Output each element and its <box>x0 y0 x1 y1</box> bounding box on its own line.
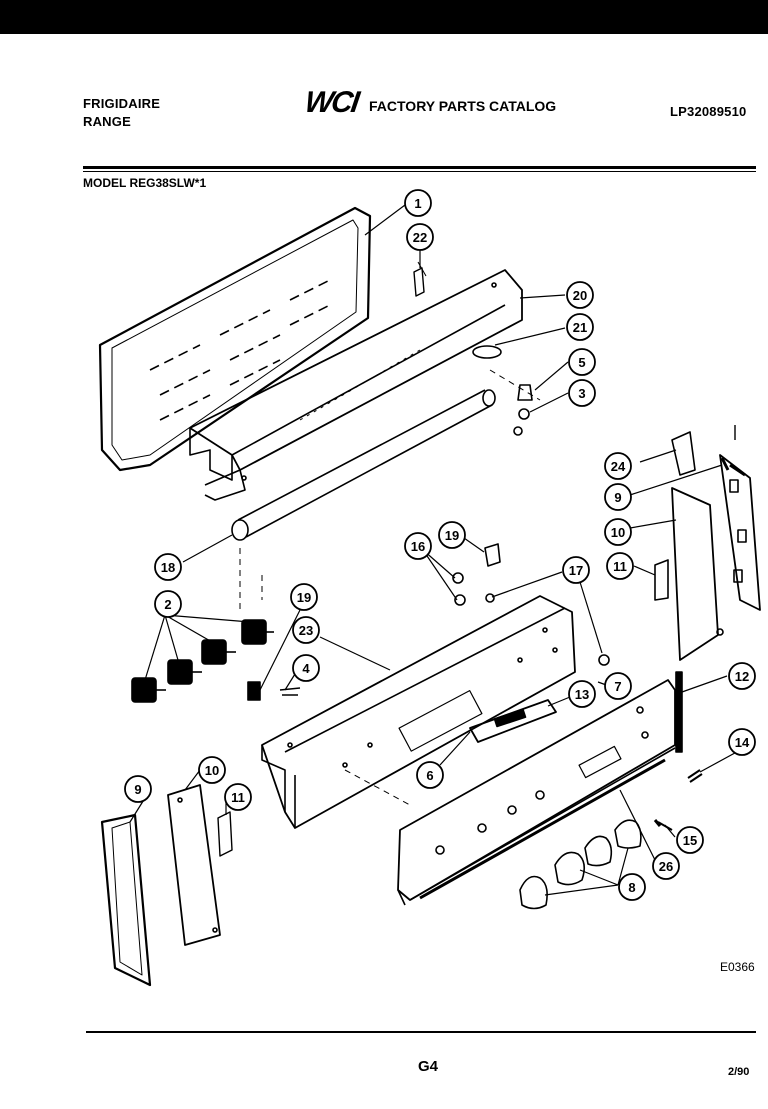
brand-label: FRIGIDAIRE <box>83 96 161 111</box>
callout-7 <box>604 672 632 700</box>
callout-2 <box>154 590 182 618</box>
callout-label: 9 <box>614 490 621 505</box>
callout-1 <box>404 189 432 217</box>
callout-label: 6 <box>426 768 433 783</box>
callout-21 <box>566 313 594 341</box>
callout-label: 16 <box>411 539 425 554</box>
callout-label: 17 <box>569 563 583 578</box>
callout-10-right <box>604 518 632 546</box>
drawing-code: E0366 <box>720 960 755 974</box>
catalog-number: LP32089510 <box>670 104 747 119</box>
callout-label: 5 <box>578 355 585 370</box>
callout-11-right <box>606 552 634 580</box>
part-tube <box>231 389 496 610</box>
callout-label: 7 <box>614 679 621 694</box>
callout-11-left <box>224 783 252 811</box>
catalog-title: FACTORY PARTS CATALOG <box>369 98 557 114</box>
callout-label: 2 <box>164 597 171 612</box>
part-switches <box>131 619 274 703</box>
callout-24 <box>604 452 632 480</box>
leader-lines <box>129 204 756 896</box>
callout-label: 13 <box>575 687 589 702</box>
callout-3 <box>568 379 596 407</box>
callout-13 <box>568 680 596 708</box>
callout-label: 21 <box>573 320 587 335</box>
part-trim-strip <box>675 671 683 753</box>
callout-label: 4 <box>302 661 310 676</box>
callouts <box>124 189 756 901</box>
part-left-brackets <box>100 784 233 987</box>
part-clip <box>413 261 427 297</box>
footer-rule <box>86 1031 756 1033</box>
part-control-box <box>261 595 576 829</box>
part-small-bits <box>247 543 610 701</box>
callout-label: 14 <box>735 735 750 750</box>
part-front-panel <box>397 679 676 906</box>
callout-10-left <box>198 756 226 784</box>
header-rule-top <box>83 166 756 169</box>
callout-label: 11 <box>231 790 245 805</box>
header-rule-bottom <box>83 171 756 172</box>
callout-label: 11 <box>613 559 627 574</box>
callout-label: 12 <box>735 669 749 684</box>
callout-label: 22 <box>413 230 427 245</box>
callout-label: 1 <box>414 196 421 211</box>
callout-label: 26 <box>659 859 673 874</box>
callout-19-lower <box>290 583 318 611</box>
callout-label: 15 <box>683 833 697 848</box>
model-label: MODEL REG38SLW*1 <box>83 176 207 190</box>
callout-label: 20 <box>573 288 587 303</box>
callout-label: 9 <box>134 782 141 797</box>
top-black-band <box>0 0 768 34</box>
callout-19-upper <box>438 521 466 549</box>
part-timer-module <box>469 699 557 743</box>
callout-label: 23 <box>299 623 313 638</box>
callout-label: 18 <box>161 560 175 575</box>
callout-18 <box>154 553 182 581</box>
part-glass-panel <box>98 206 372 472</box>
callout-26 <box>652 852 680 880</box>
callout-14 <box>728 728 756 756</box>
callout-22 <box>406 223 434 251</box>
callout-label: 19 <box>297 590 311 605</box>
part-fittings <box>472 345 541 436</box>
callout-20 <box>566 281 594 309</box>
part-upper-frame <box>189 269 523 501</box>
part-right-brackets <box>654 425 761 661</box>
callout-12 <box>728 662 756 690</box>
callout-8 <box>618 873 646 901</box>
callout-16 <box>404 532 432 560</box>
callout-6 <box>416 761 444 789</box>
callout-labels: 1 22 20 21 5 3 24 9 10 11 18 19 16 17 2 … <box>134 196 750 895</box>
callout-23 <box>292 616 320 644</box>
callout-4 <box>292 654 320 682</box>
callout-15 <box>676 826 704 854</box>
callout-label: 10 <box>611 525 625 540</box>
callout-5 <box>568 348 596 376</box>
callout-label: 10 <box>205 763 219 778</box>
callout-label: 8 <box>628 880 635 895</box>
catalog-date: 2/90 <box>728 1066 750 1078</box>
callout-label: 3 <box>578 386 585 401</box>
part-knobs <box>519 819 642 910</box>
callout-label: 24 <box>611 459 626 474</box>
callout-label: 19 <box>445 528 459 543</box>
product-label: RANGE <box>83 114 131 129</box>
page-number: G4 <box>418 1058 439 1075</box>
callout-17 <box>562 556 590 584</box>
part-screws <box>653 769 703 831</box>
callout-9-left <box>124 775 152 803</box>
callout-9-right <box>604 483 632 511</box>
